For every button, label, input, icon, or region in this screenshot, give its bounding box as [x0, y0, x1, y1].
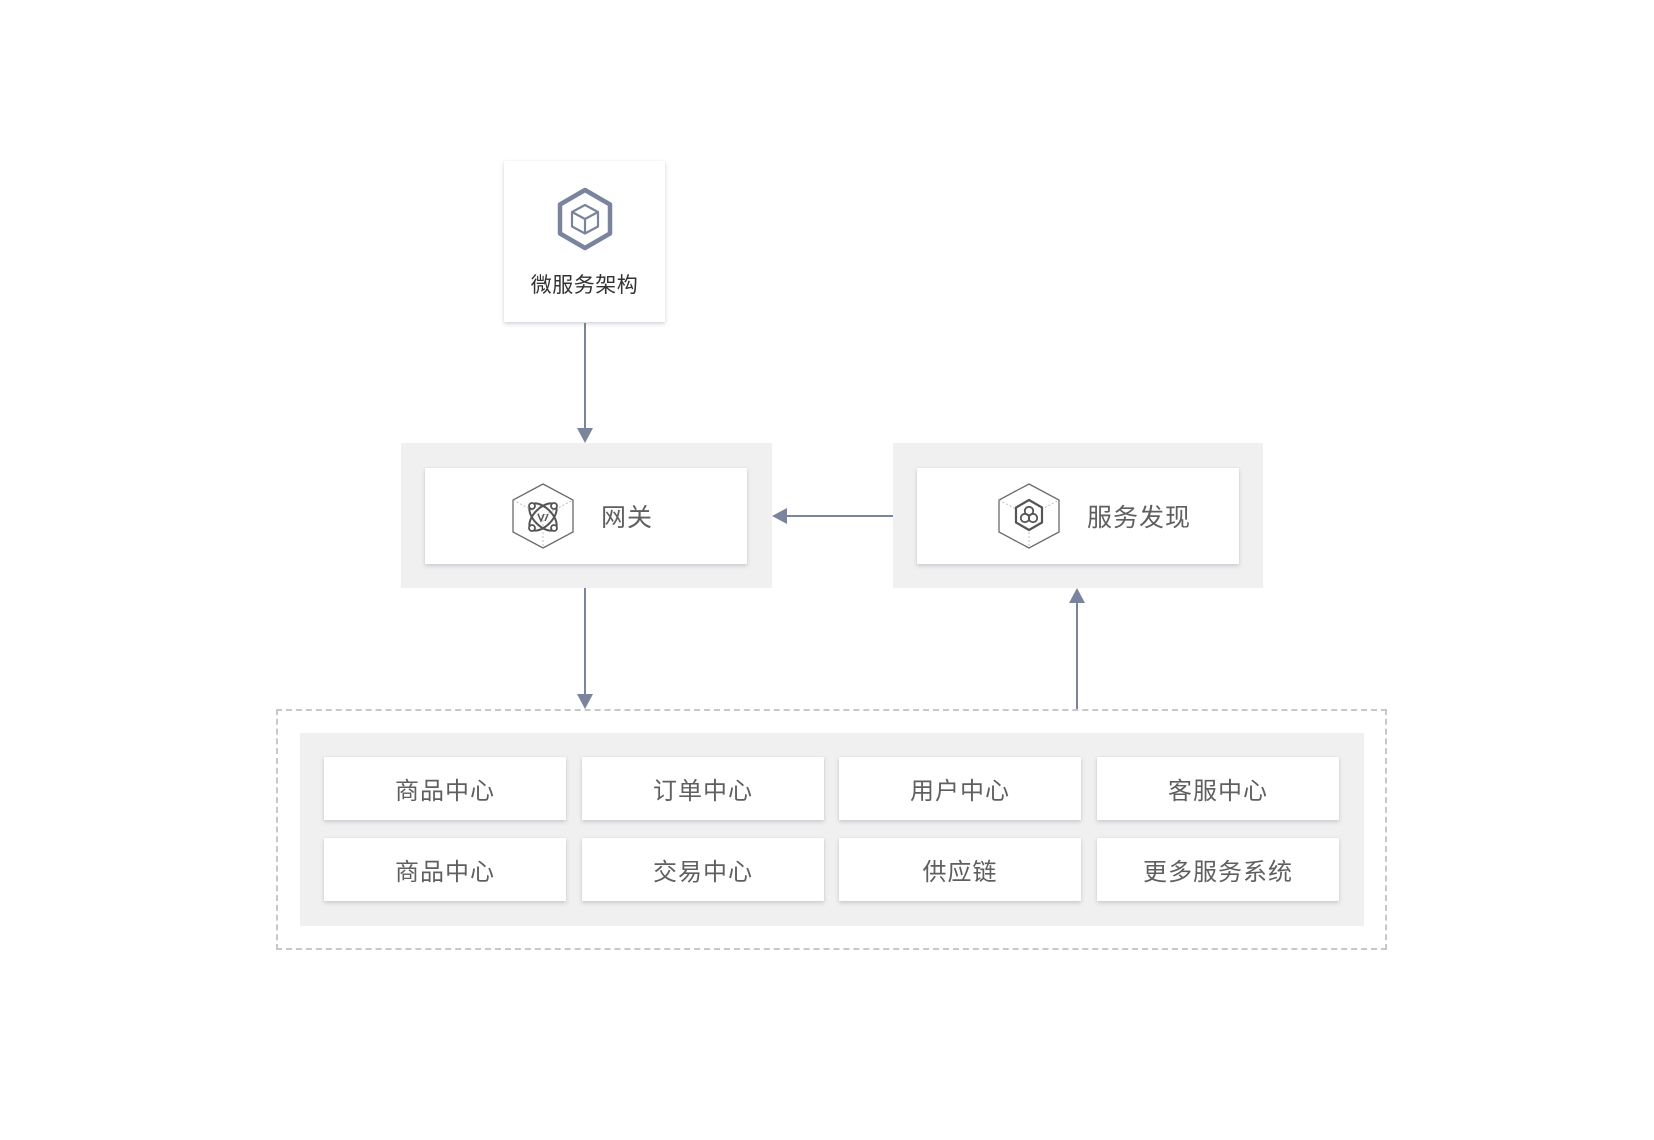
service-card-user-center: 用户中心: [839, 757, 1081, 820]
arrow-gateway-to-services: [577, 588, 593, 709]
service-label: 用户中心: [910, 777, 1010, 805]
microservice-architecture-node: 微服务架构: [504, 161, 665, 322]
service-card-order-center: 订单中心: [582, 757, 824, 820]
service-label: 交易中心: [653, 858, 753, 886]
service-label: 商品中心: [395, 858, 495, 886]
arrow-top-to-gateway: [577, 323, 593, 443]
arrow-services-to-discovery: [1069, 588, 1085, 709]
service-discovery-icon: [998, 483, 1060, 549]
service-card-supply-chain: 供应链: [839, 838, 1081, 901]
gateway-label: 网关: [601, 503, 654, 532]
cube-hexagon-icon: [557, 187, 612, 250]
service-card-customer-service-center: 客服中心: [1097, 757, 1339, 820]
service-card-more-services: 更多服务系统: [1097, 838, 1339, 901]
service-label: 客服中心: [1168, 777, 1268, 805]
service-discovery-node: 服务发现: [917, 468, 1239, 564]
service-label: 供应链: [922, 858, 998, 886]
service-card-trade-center: 交易中心: [582, 838, 824, 901]
service-card-goods-center: 商品中心: [324, 757, 566, 820]
service-card-goods-center-2: 商品中心: [324, 838, 566, 901]
service-label: 商品中心: [395, 777, 495, 805]
microservice-architecture-label: 微服务架构: [530, 272, 639, 297]
services-dashed-group: [276, 709, 1387, 950]
service-discovery-label: 服务发现: [1087, 503, 1192, 532]
arrow-discovery-to-gateway: [772, 508, 893, 524]
gateway-node: 网关: [425, 468, 747, 564]
service-label: 订单中心: [653, 777, 753, 805]
service-label: 更多服务系统: [1143, 858, 1293, 886]
gateway-network-icon: [512, 483, 574, 549]
